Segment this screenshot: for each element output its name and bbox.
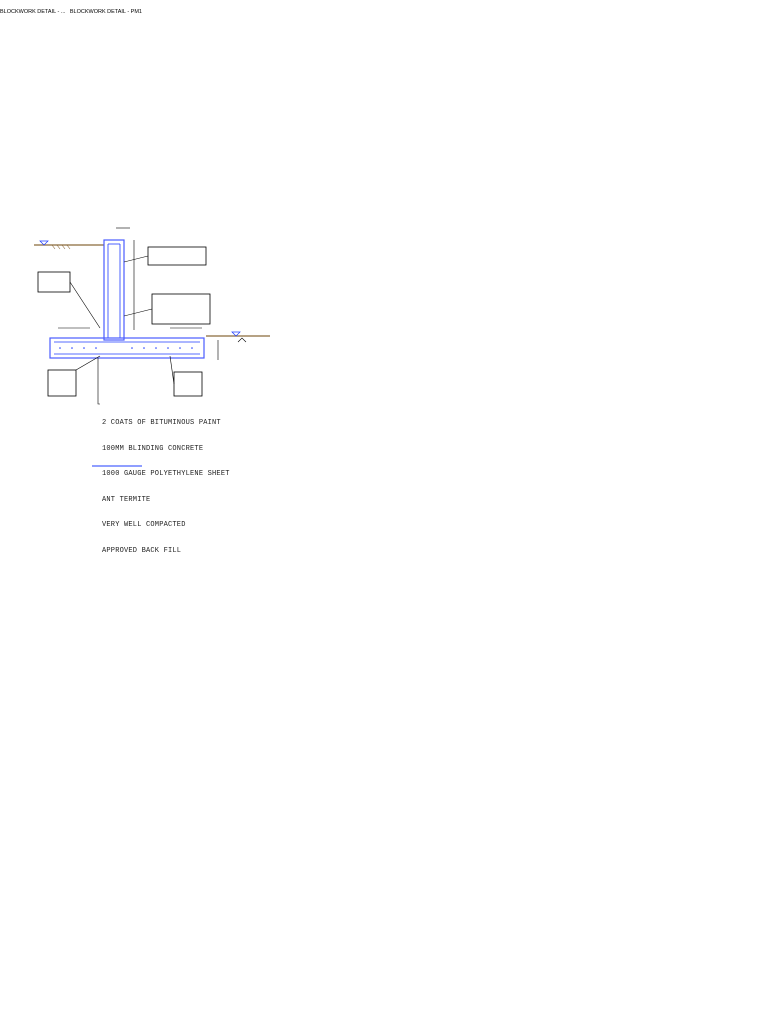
wall-footing: [49, 337, 205, 359]
wall-stem: [103, 239, 125, 341]
callout-box: [147, 246, 207, 266]
spec-line: 2 COATS OF BITUMINOUS PAINT: [102, 419, 221, 427]
panel-title: BLOCKWORK DETAIL - ...: [0, 9, 66, 15]
blockwork-detail-panel-right: BLOCKWORK DETAIL - PM1: [70, 0, 142, 17]
callout-box: [151, 293, 211, 325]
callout-box: [173, 371, 203, 397]
callout-box: [37, 271, 71, 293]
section-a-cantilever-wall: [34, 227, 270, 467]
callout-box: [47, 369, 77, 397]
spec-line: 100MM BLINDING CONCRETE: [102, 444, 204, 453]
blockwork-detail-panel-left: BLOCKWORK DETAIL - ...: [0, 0, 70, 17]
ground-hatch: [51, 244, 71, 250]
spec-line: VERY WELL COMPACTED: [102, 521, 186, 529]
footing-spec-note: 2 COATS OF BITUMINOUS PAINT 100MM BLINDI…: [102, 402, 230, 564]
level-marker: [39, 240, 49, 246]
spec-line: 1000 GAUGE POLYETHYLENE SHEET: [102, 470, 230, 478]
panel-title: BLOCKWORK DETAIL - PM1: [69, 9, 142, 15]
spec-line: ANT TERMITE: [102, 495, 151, 504]
spec-line: APPROVED BACK FILL: [102, 546, 182, 555]
